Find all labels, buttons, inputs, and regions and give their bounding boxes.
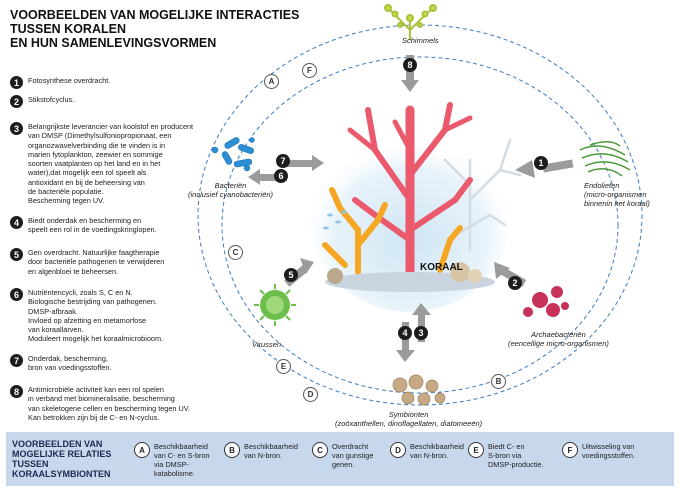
legend-text-2: Stikstofcyclus.: [28, 95, 75, 104]
label-virussen: Virussen: [252, 340, 282, 349]
legend-number-6: 6: [10, 288, 23, 301]
inner-interaction-ring: [221, 56, 619, 394]
label-schimmels: Schimmels: [402, 36, 439, 45]
label-bacterien: Bacteriën(inclusief cyanobacteriën): [188, 181, 274, 199]
endolith-illustration: [579, 141, 631, 177]
legend-item-2: 2 Stikstofcyclus.: [10, 95, 228, 108]
legend-item-3: 3 Belangrijkste leverancier van koolstof…: [10, 122, 228, 206]
marker-b: B: [491, 374, 506, 389]
legend-number-1: 1: [10, 76, 23, 89]
label-koraal: KORAAL: [420, 262, 463, 273]
legend-text-1: Fotosynthese overdracht.: [28, 76, 111, 85]
label-symbionten: Symbionten(zoöxanthellen, dinoflagellate…: [335, 410, 483, 428]
marker-f: F: [302, 63, 317, 78]
legend-item-7: 7 Onderdak, bescherming,bron van voeding…: [10, 354, 228, 373]
diagram-title: VOORBEELDEN VAN MOGELIJKE INTERACTIES TU…: [10, 8, 310, 50]
legend-number-5: 5: [10, 248, 23, 261]
legend-number-4: 4: [10, 216, 23, 229]
relation-letter-d: D: [390, 442, 406, 458]
legend-text-8: Antimicrobiële activiteit kan een rol sp…: [28, 385, 190, 422]
marker-7: 7: [276, 154, 290, 168]
legend-number-8: 8: [10, 385, 23, 398]
legend-text-5: Gen overdracht. Natuurlijke faagtherapie…: [28, 248, 165, 276]
marker-5: 5: [284, 268, 298, 282]
coral-illustration: [310, 102, 522, 312]
legend-text-3: Belangrijkste leverancier van koolstof e…: [28, 122, 194, 206]
relation-letter-f: F: [562, 442, 578, 458]
fungi-illustration: [384, 4, 437, 40]
title-line-3: EN HUN SAMENLEVINGSVORMEN: [10, 36, 217, 50]
legend-number-2: 2: [10, 95, 23, 108]
relation-letter-a: A: [134, 442, 150, 458]
title-line-1: VOORBEELDEN VAN MOGELIJKE INTERACTIES: [10, 8, 300, 22]
legend-number-7: 7: [10, 354, 23, 367]
legend-text-6: Nutriëntencycli, zoals S, C en N.Biologi…: [28, 288, 164, 344]
marker-3: 3: [414, 326, 428, 340]
title-line-2: TUSSEN KORALEN: [10, 22, 126, 36]
legend-number-3: 3: [10, 122, 23, 135]
marker-8: 8: [403, 58, 417, 72]
relation-letter-e: E: [468, 442, 484, 458]
marker-4: 4: [398, 326, 412, 340]
symbionts-illustration: [392, 374, 446, 406]
archaea-illustration: [523, 286, 569, 317]
virus-illustration: [254, 284, 296, 326]
legend-item-1: 1 Fotosynthese overdracht.: [10, 76, 228, 89]
legend-item-6: 6 Nutriëntencycli, zoals S, C en N.Biolo…: [10, 288, 228, 344]
legend-item-5: 5 Gen overdracht. Natuurlijke faagtherap…: [10, 248, 228, 276]
marker-2: 2: [508, 276, 522, 290]
bacteria-illustration: [211, 137, 255, 172]
marker-e: E: [276, 359, 291, 374]
marker-a: A: [264, 74, 279, 89]
outer-interaction-ring: [197, 24, 643, 406]
marker-1: 1: [534, 156, 548, 170]
marker-6: 6: [274, 169, 288, 183]
marker-c: C: [228, 245, 243, 260]
relation-letter-c: C: [312, 442, 328, 458]
legend-text-7: Onderdak, bescherming,bron van voedingss…: [28, 354, 112, 373]
relation-letter-b: B: [224, 442, 240, 458]
marker-d: D: [303, 387, 318, 402]
label-archaebacterien: Archaebacteriën(eencellige micro-organis…: [508, 330, 609, 348]
legend-item-8: 8 Antimicrobiële activiteit kan een rol …: [10, 385, 228, 422]
